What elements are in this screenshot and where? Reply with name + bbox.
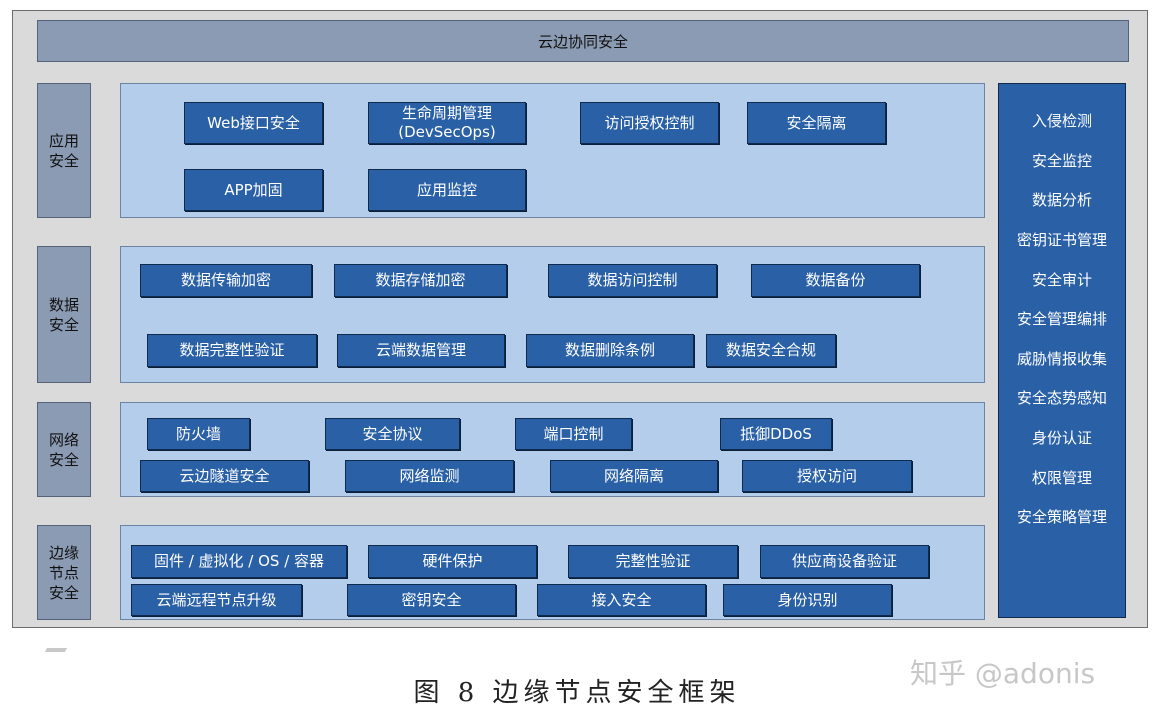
sidebar-item-intrusion-detection: 入侵检测	[1031, 112, 1092, 131]
box-security-isolation: 安全隔离	[747, 102, 886, 144]
sidebar-item-security-policy-management: 安全策略管理	[1016, 508, 1107, 527]
box-data-integrity-verification: 数据完整性验证	[147, 334, 317, 367]
box-data-security-compliance: 数据安全合规	[706, 334, 836, 367]
security-management-column: 入侵检测 安全监控 数据分析 密钥证书管理 安全审计 安全管理编排 威胁情报收集…	[998, 83, 1126, 618]
box-port-control: 端口控制	[515, 418, 632, 450]
layer-label-application: 应用安全	[37, 83, 91, 218]
box-key-security: 密钥安全	[347, 584, 516, 616]
sidebar-item-threat-intelligence: 威胁情报收集	[1016, 349, 1107, 368]
layer-label-edge-node: 边缘节点安全	[37, 525, 91, 620]
box-integrity-verification: 完整性验证	[568, 545, 738, 578]
box-access-security: 接入安全	[537, 584, 706, 616]
sidebar-item-security-orchestration: 安全管理编排	[1016, 310, 1107, 329]
box-network-isolation: 网络隔离	[550, 460, 718, 492]
box-web-api-security: Web接口安全	[184, 102, 323, 144]
layer-label-data: 数据安全	[37, 246, 91, 383]
sidebar-item-key-certificate-management: 密钥证书管理	[1016, 231, 1107, 250]
box-data-access-control: 数据访问控制	[548, 264, 717, 297]
box-authorized-access: 授权访问	[742, 460, 912, 492]
figure-caption: 图 8 边缘节点安全框架	[413, 678, 741, 708]
zhihu-watermark: 知乎 @adonis	[910, 657, 1096, 690]
box-security-protocol: 安全协议	[325, 418, 460, 450]
box-firewall: 防火墙	[147, 418, 250, 450]
box-data-backup: 数据备份	[751, 264, 920, 297]
sidebar-item-security-audit: 安全审计	[1031, 270, 1092, 289]
box-data-deletion-rules: 数据删除条例	[526, 334, 694, 367]
box-cloud-edge-tunnel-security: 云边隧道安全	[140, 460, 309, 492]
box-app-hardening: APP加固	[184, 169, 323, 211]
box-lifecycle-devsecops: 生命周期管理 (DevSecOps)	[368, 102, 526, 144]
layer-label-network: 网络安全	[37, 402, 91, 497]
box-app-monitoring: 应用监控	[368, 169, 526, 211]
box-firmware-virtualization-os-container: 固件 / 虚拟化 / OS / 容器	[131, 545, 347, 578]
sidebar-item-data-analysis: 数据分析	[1031, 191, 1092, 210]
box-hardware-protection: 硬件保护	[368, 545, 537, 578]
box-cloud-data-management: 云端数据管理	[337, 334, 505, 367]
sidebar-item-situational-awareness: 安全态势感知	[1016, 389, 1107, 408]
sidebar-item-permission-management: 权限管理	[1031, 468, 1092, 487]
box-access-authorization: 访问授权控制	[580, 102, 719, 144]
sidebar-item-identity-authentication: 身份认证	[1031, 429, 1092, 448]
box-cloud-remote-node-upgrade: 云端远程节点升级	[131, 584, 302, 616]
box-data-storage-encryption: 数据存储加密	[334, 264, 507, 297]
box-identity-recognition: 身份识别	[723, 584, 892, 616]
box-data-transmission-encryption: 数据传输加密	[140, 264, 312, 297]
box-supplier-device-verification: 供应商设备验证	[760, 545, 929, 578]
box-ddos-defense: 抵御DDoS	[720, 418, 832, 450]
cloud-edge-banner: 云边协同安全	[37, 20, 1129, 62]
decorative-mark	[44, 648, 68, 652]
box-network-monitoring: 网络监测	[345, 460, 514, 492]
sidebar-item-security-monitoring: 安全监控	[1031, 151, 1092, 170]
